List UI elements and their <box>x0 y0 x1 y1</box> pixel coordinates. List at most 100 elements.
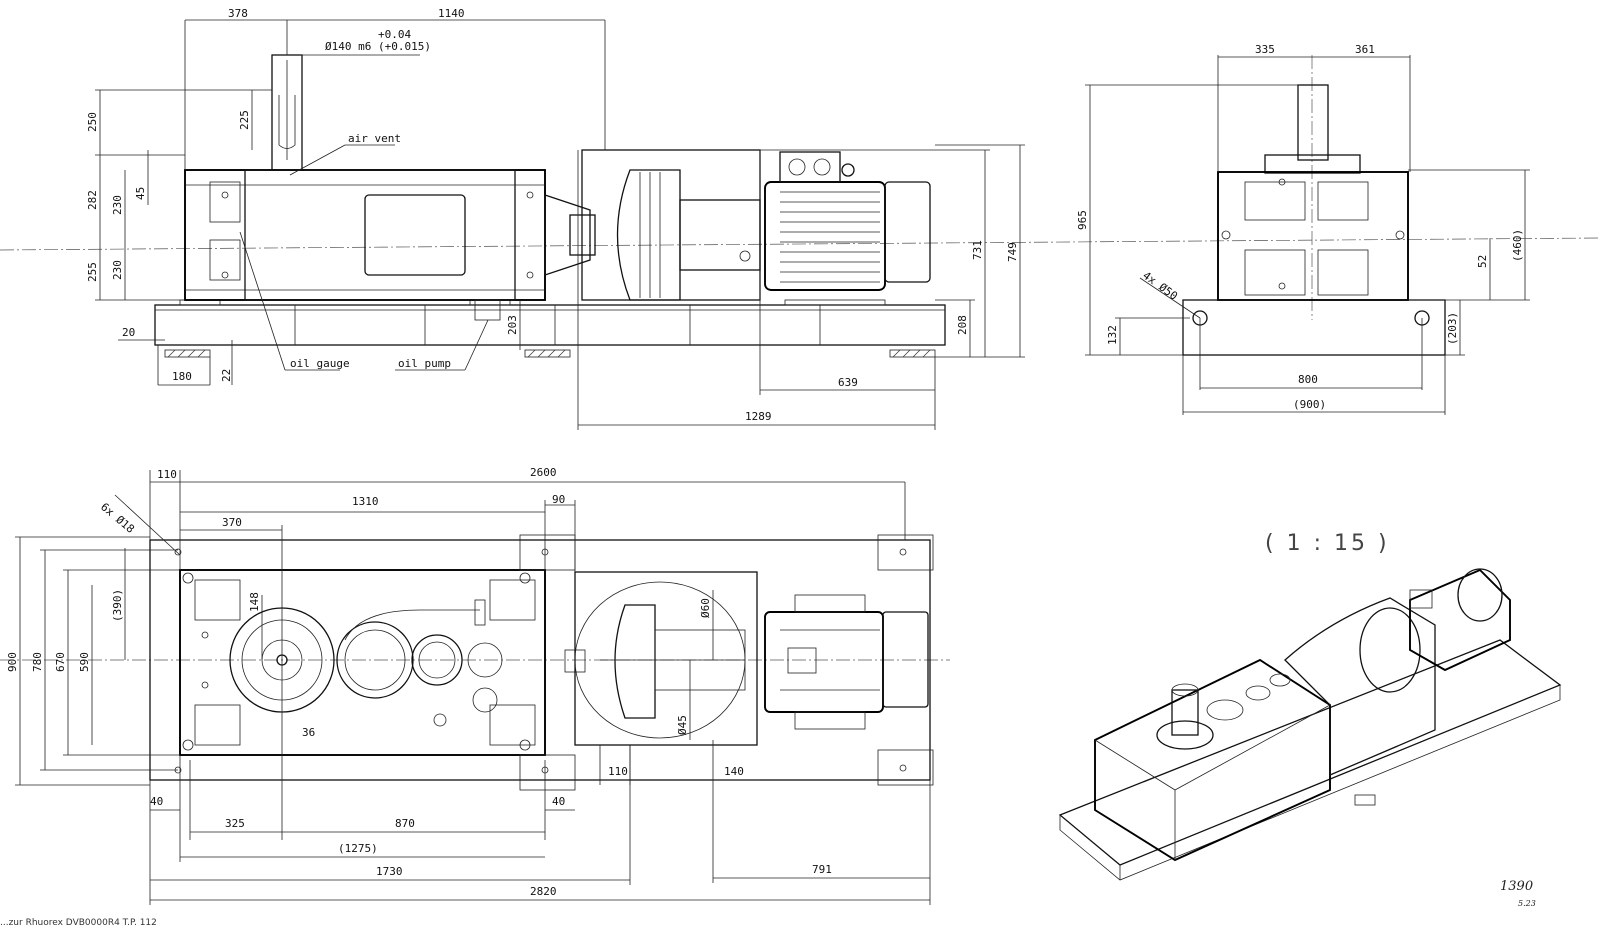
dim-52: 52 <box>1476 255 1489 268</box>
front-elevation-view <box>154 54 946 358</box>
dim-203: 203 <box>506 315 519 335</box>
dim-230b: 230 <box>111 260 124 280</box>
dim-800: 800 <box>1298 373 1318 386</box>
dim-1275: (1275) <box>338 842 378 855</box>
plan-coupling-guard <box>574 571 758 746</box>
label-oil-pump: oil pump <box>398 357 451 370</box>
dim-390: (390) <box>111 589 124 622</box>
plan-pinion-gear <box>411 634 463 686</box>
dim-shaft-diameter: Ø140 m6 (+0.015) <box>325 40 431 53</box>
plan-motor-fan-cowl <box>882 611 929 708</box>
dim-90: 90 <box>552 493 565 506</box>
handwritten-sub: 5.23 <box>1518 899 1536 908</box>
dim-361: 361 <box>1355 43 1375 56</box>
plan-view-dimensions: 110 2600 1310 90 6x Ø18 370 (390) 148 90… <box>6 466 931 905</box>
input-coupling-housing <box>544 194 591 276</box>
dim-140: 140 <box>724 765 744 778</box>
dim-230a: 230 <box>111 195 124 215</box>
front-view-callouts: air vent oil gauge oil pump <box>239 132 489 371</box>
dim-749: 749 <box>1006 242 1019 262</box>
scale-note: ( 1 : 15 ) <box>1265 531 1390 556</box>
side-view-dimensions: 335 361 965 4x Ø50 (460) 52 132 (203) 80… <box>1076 43 1530 415</box>
iso-motor <box>1409 568 1511 672</box>
motor-lifting-eye <box>841 163 855 177</box>
dim-378: 378 <box>228 7 248 20</box>
motor-terminal-box <box>779 151 841 183</box>
dim-900-plan: 900 <box>6 652 19 672</box>
dim-900-side: (900) <box>1293 398 1326 411</box>
side-output-shaft <box>1297 84 1329 161</box>
iso-base-frame <box>1058 639 1562 866</box>
side-view <box>1182 55 1446 356</box>
coupling-guard <box>581 149 761 301</box>
dim-460: (460) <box>1511 229 1524 262</box>
dim-110a: 110 <box>157 468 177 481</box>
dim-791: 791 <box>812 863 832 876</box>
plan-gearbox <box>179 569 546 756</box>
dim-holes-4x50: 4x Ø50 <box>1140 269 1180 303</box>
main-centerline <box>0 237 1600 251</box>
plan-oil-piping <box>344 609 480 641</box>
dim-20: 20 <box>122 326 135 339</box>
dim-870: 870 <box>395 817 415 830</box>
fluid-coupling <box>616 169 681 301</box>
motor-fan-cowl <box>884 181 931 283</box>
dim-1289: 1289 <box>745 410 772 423</box>
dim-22: 22 <box>220 369 233 382</box>
dim-670: 670 <box>54 652 67 672</box>
iso-output-shaft <box>1171 689 1199 736</box>
dim-110b: 110 <box>608 765 628 778</box>
dim-45: 45 <box>134 187 147 200</box>
iso-gearbox <box>1094 658 1331 862</box>
dim-1310: 1310 <box>352 495 379 508</box>
electric-motor <box>764 181 886 291</box>
footer-reference: ...zur Rhuorex DVB0000R4 T.P. 112 <box>0 918 157 928</box>
dim-731: 731 <box>971 240 984 260</box>
label-oil-gauge: oil gauge <box>290 357 350 370</box>
base-feet-hatching <box>164 299 936 358</box>
iso-coupling-guard <box>1284 597 1436 776</box>
dim-639: 639 <box>838 376 858 389</box>
dim-dia45: Ø45 <box>676 715 689 735</box>
dim-325: 325 <box>225 817 245 830</box>
plan-fluid-coupling <box>614 604 656 719</box>
dim-1140: 1140 <box>438 7 465 20</box>
dim-250: 250 <box>86 112 99 132</box>
plan-motor-nameplate <box>787 647 817 674</box>
base-frame <box>154 304 946 346</box>
dim-335: 335 <box>1255 43 1275 56</box>
gearbox-inspection-cover <box>364 194 466 276</box>
plan-intermediate-gear <box>336 621 414 699</box>
dim-2820: 2820 <box>530 885 557 898</box>
dim-132: 132 <box>1106 325 1119 345</box>
dim-tolerance-upper: +0.04 <box>378 28 411 41</box>
dim-dia60: Ø60 <box>699 598 712 618</box>
dim-40b: 40 <box>552 795 565 808</box>
dim-282: 282 <box>86 190 99 210</box>
dim-2600: 2600 <box>530 466 557 479</box>
side-base-frame <box>1182 299 1446 356</box>
dim-holes-6x18: 6x Ø18 <box>98 500 137 536</box>
dim-965: 965 <box>1076 210 1089 230</box>
plan-base-frame <box>149 539 931 781</box>
front-view-dimensions: 378 1140 +0.04 Ø140 m6 (+0.015) 250 225 … <box>86 7 1025 430</box>
plan-view <box>149 534 934 791</box>
dim-180: 180 <box>172 370 192 383</box>
dim-40a: 40 <box>150 795 163 808</box>
handwritten-number: 1390 <box>1500 879 1533 894</box>
dim-255: 255 <box>86 262 99 282</box>
oil-pump <box>474 299 501 321</box>
dim-148: 148 <box>248 592 261 612</box>
dim-208: 208 <box>956 315 969 335</box>
dim-1730: 1730 <box>376 865 403 878</box>
plan-motor <box>764 611 884 713</box>
dim-780: 780 <box>31 652 44 672</box>
isometric-view <box>1058 568 1562 881</box>
gearbox-casing <box>244 169 516 301</box>
label-air-vent: air vent <box>348 132 401 145</box>
side-gearbox-housing <box>1217 171 1409 301</box>
dim-36: 36 <box>302 726 315 739</box>
dim-370: 370 <box>222 516 242 529</box>
dim-225: 225 <box>238 110 251 130</box>
